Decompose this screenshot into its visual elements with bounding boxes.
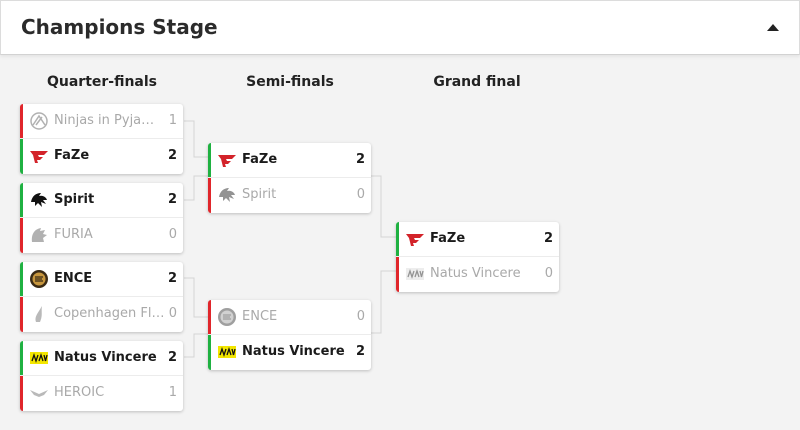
team-name: Natus Vincere [242,344,345,359]
team-name: FURIA [54,227,93,242]
team-slot[interactable]: FaZe 2 [20,139,183,174]
result-bar [20,297,23,332]
round-title-quarterfinals: Quarter-finals [46,74,158,90]
team-name: FaZe [54,148,90,163]
round-title-final: Grand final [433,74,521,90]
result-bar [396,222,399,256]
connector-qf4-sf2 [184,333,209,358]
team-slot[interactable]: Natus Vincere 0 [396,257,559,292]
team-slot[interactable]: FURIA 0 [20,218,183,253]
team-slot[interactable]: Natus Vincere 2 [20,341,183,376]
result-bar [20,376,23,411]
team-name: FaZe [242,152,278,167]
team-score: 2 [167,148,177,163]
team-score: 0 [168,306,177,321]
team-name: FaZe [430,231,466,246]
connector-sf1-final [371,175,396,238]
faze-logo-icon [218,155,236,167]
team-score: 0 [544,266,553,281]
spirit-logo-icon [219,188,235,202]
furia-logo-icon [31,228,47,242]
team-score: 0 [168,227,177,242]
connector-qf2-sf1 [184,175,209,201]
result-bar [20,183,23,217]
result-bar [208,300,211,334]
team-score: 1 [168,385,177,400]
team-slot[interactable]: Ninjas in Pyjamas 1 [20,104,183,139]
faze-logo-icon [30,151,48,163]
stage-header[interactable]: Champions Stage [0,0,800,55]
team-score: 2 [355,152,365,167]
match-sf-1[interactable]: FaZe 2 Spirit 0 [208,143,371,213]
spirit-logo-icon [31,193,47,207]
navi-logo-icon [218,346,236,358]
result-bar [20,139,23,174]
result-bar [20,341,23,375]
team-name: ENCE [242,309,278,324]
team-slot[interactable]: FaZe 2 [396,222,559,257]
match-grand-final[interactable]: FaZe 2 Natus Vincere 0 [396,222,559,292]
result-bar [396,257,399,292]
match-qf-1[interactable]: Ninjas in Pyjamas 1 FaZe 2 [20,104,183,174]
copenhagen-flames-logo-icon [35,306,42,322]
ence-logo-icon [218,308,236,326]
heroic-logo-icon [30,390,48,397]
result-bar [20,104,23,138]
connector-qf1-sf1 [184,120,209,158]
team-slot[interactable]: ENCE 2 [20,262,183,297]
navi-logo-icon [30,352,48,364]
team-score: 0 [356,187,365,202]
team-name: HEROIC [54,385,105,400]
faze-logo-icon [406,234,424,246]
team-slot[interactable]: Spirit 2 [20,183,183,218]
team-name: Ninjas in Pyjamas [54,113,166,128]
team-score: 2 [167,350,177,365]
result-bar [20,262,23,296]
team-slot[interactable]: Copenhagen Flames 0 [20,297,183,332]
team-slot[interactable]: ENCE 0 [208,300,371,335]
collapse-caret-icon[interactable] [767,24,779,31]
team-slot[interactable]: Natus Vincere 2 [208,335,371,370]
team-score: 0 [356,309,365,324]
result-bar [208,335,211,370]
team-score: 2 [167,192,177,207]
match-sf-2[interactable]: ENCE 0 Natus Vincere 2 [208,300,371,370]
result-bar [208,178,211,213]
result-bar [20,218,23,253]
navi-logo-icon [406,268,424,280]
team-name: ENCE [54,271,93,286]
team-score: 2 [355,344,365,359]
nip-logo-icon [30,112,48,130]
team-name: Natus Vincere [54,350,157,365]
ence-logo-icon [30,270,48,288]
result-bar [208,143,211,177]
team-slot[interactable]: Spirit 0 [208,178,371,213]
team-name: Spirit [54,192,95,207]
team-score: 2 [543,231,553,246]
team-slot[interactable]: HEROIC 1 [20,376,183,411]
match-qf-4[interactable]: Natus Vincere 2 HEROIC 1 [20,341,183,411]
connector-sf2-final [371,270,396,334]
match-qf-2[interactable]: Spirit 2 FURIA 0 [20,183,183,253]
team-name: Spirit [242,187,277,202]
match-qf-3[interactable]: ENCE 2 Copenhagen Flames 0 [20,262,183,332]
team-name: Natus Vincere [430,266,521,281]
team-slot[interactable]: FaZe 2 [208,143,371,178]
stage-title: Champions Stage [21,15,218,39]
team-score: 2 [167,271,177,286]
team-score: 1 [168,113,177,128]
connector-qf3-sf2 [184,277,209,318]
team-name: Copenhagen Flames [54,306,166,321]
round-title-semifinals: Semi-finals [246,74,334,90]
